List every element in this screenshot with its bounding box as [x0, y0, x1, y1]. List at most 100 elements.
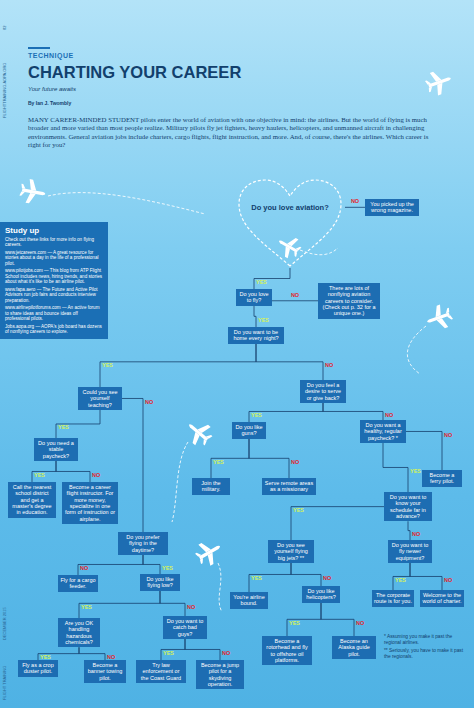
flight-trail	[172, 442, 188, 522]
flow-connector	[79, 591, 160, 618]
answer-label: NO	[356, 621, 364, 627]
answer-label: NO	[222, 651, 230, 657]
answer-box: Become a ferry pilot.	[422, 470, 462, 487]
answer-box: Become an Alaska guide pilot.	[332, 636, 376, 659]
answer-box: Do you want to know your schedule far in…	[384, 492, 432, 521]
airplane	[274, 231, 305, 261]
node-text: Do you like flying low?	[142, 576, 178, 589]
answer-box: Fly for a cargo feeder.	[58, 575, 98, 592]
node-text: Do you like guns?	[234, 424, 264, 437]
answer-box: There are lots of nonflying aviation car…	[318, 283, 380, 319]
answer-label: NO	[412, 532, 420, 538]
answer-box: Become a banner towing pilot.	[84, 660, 126, 683]
flow-connector	[254, 306, 256, 327]
flow-connector	[249, 403, 323, 422]
answer-label: YES	[40, 655, 51, 661]
answer-box: Do you prefer flying in the daytime?	[118, 532, 168, 555]
answer-label: NO	[187, 605, 195, 611]
answer-label: NO	[92, 473, 100, 479]
flow-connector	[323, 403, 383, 420]
node-text: Do you need a stable paycheck?	[36, 440, 76, 459]
flow-connector	[185, 639, 220, 660]
flow-connector	[291, 507, 384, 540]
answer-label: YES	[162, 566, 173, 572]
answer-label: NO	[444, 433, 452, 439]
answer-label: NO	[444, 578, 452, 584]
node-text: Do you want to know your schedule far in…	[386, 494, 430, 519]
page-number: 82	[2, 26, 7, 30]
node-body-text: Jobs.aopa.org — AOPA's job board has doz…	[5, 324, 103, 335]
node-text: Do you want to catch bad guys?	[165, 618, 205, 637]
answer-box: Become a career flight instructor. For m…	[62, 482, 118, 524]
node-text: Do you like helicopters?	[304, 588, 338, 601]
answer-box: Do you like flying low?	[140, 574, 180, 591]
answer-label: NO	[291, 460, 299, 466]
flight-trail	[48, 193, 205, 214]
heart-outline	[235, 178, 345, 268]
node-text: You picked up the wrong magazine.	[367, 201, 417, 214]
answer-label: NO	[80, 566, 88, 572]
node-text: The corporate route is for you.	[374, 592, 412, 605]
node-text: There are lots of nonflying aviation car…	[320, 285, 378, 317]
flow-connector	[78, 555, 143, 575]
footnote: ** Seriously, you have to make it past t…	[384, 648, 468, 660]
answer-box: Become a jump pilot for a skydiving oper…	[196, 660, 244, 689]
node-text: Do you prefer flying in the daytime?	[120, 534, 166, 553]
page-margin-text: FLIGHT TRAINING	[2, 666, 7, 700]
answer-box: Do you love to fly?	[236, 289, 272, 306]
answer-label: NO	[107, 655, 115, 661]
node-text: Become an Alaska guide pilot.	[334, 638, 374, 657]
answer-box: Try law enforcement or the Coast Guard	[136, 660, 186, 683]
answer-box: Are you OK handling hazardous chemicals?	[58, 618, 100, 647]
answer-box: You picked up the wrong magazine.	[365, 199, 419, 216]
node-text: Do you want to be home every night?	[230, 329, 282, 342]
node-body-text: Check out these links for more info on f…	[5, 237, 103, 248]
node-text: Fly as a crop duster pilot.	[20, 662, 56, 675]
flow-connector	[256, 344, 323, 380]
answer-box: Do you need a stable paycheck?	[34, 438, 78, 461]
airplane	[423, 302, 455, 333]
node-text: Become a rotorhead and fly to offshore o…	[264, 638, 310, 663]
node-body-text: www.airlinepilotforums.com — An active f…	[5, 305, 103, 322]
answer-box: Fly as a crop duster pilot.	[18, 660, 58, 677]
node-text: Become a career flight instructor. For m…	[64, 484, 116, 522]
flow-connector	[383, 443, 408, 492]
answer-label: NO	[351, 199, 359, 205]
answer-label: NO	[385, 413, 393, 419]
flow-connector	[79, 647, 105, 660]
flight-trail	[218, 563, 222, 612]
node-text: Study up	[5, 226, 103, 236]
answer-label: YES	[410, 469, 421, 475]
airplane	[18, 178, 47, 206]
node-text: Join the military.	[194, 480, 228, 493]
sidebar-panel: Study upCheck out these links for more i…	[0, 222, 108, 339]
answer-label: YES	[289, 621, 300, 627]
flow-connector	[56, 461, 90, 482]
node-body-text: www.jetcareers.com — A great resource fo…	[5, 250, 103, 267]
answer-box: Do you like helicopters?	[302, 586, 340, 603]
node-text: You're airline bound.	[232, 594, 266, 607]
airplane	[192, 536, 226, 569]
answer-label: YES	[213, 460, 224, 466]
node-text: Do you love aviation?	[235, 204, 345, 212]
node-text: Do you love to fly?	[238, 291, 270, 304]
flow-connector	[32, 461, 56, 482]
answer-box: Do you want to be home every night?	[228, 327, 284, 344]
flow-connector	[143, 555, 160, 574]
node-text: Become a ferry pilot.	[424, 472, 460, 485]
intro-paragraph: MANY CAREER-MINDED STUDENT pilots enter …	[28, 116, 442, 150]
answer-label: NO	[291, 293, 299, 299]
flow-connector	[249, 563, 291, 592]
section-kicker: TECHNIQUE	[28, 52, 74, 59]
flow-connector	[160, 591, 185, 616]
answer-box: Do you want to catch bad guys?	[163, 616, 207, 639]
flow-connector	[56, 410, 100, 438]
node-text: Do you want to fly newer equipment?	[390, 542, 430, 561]
answer-box: Become a rotorhead and fly to offshore o…	[262, 636, 312, 665]
answer-label: YES	[395, 578, 406, 584]
flow-connector	[408, 521, 410, 540]
node-text: Welcome to the world of charter.	[422, 592, 462, 605]
flow-connector	[291, 563, 321, 586]
